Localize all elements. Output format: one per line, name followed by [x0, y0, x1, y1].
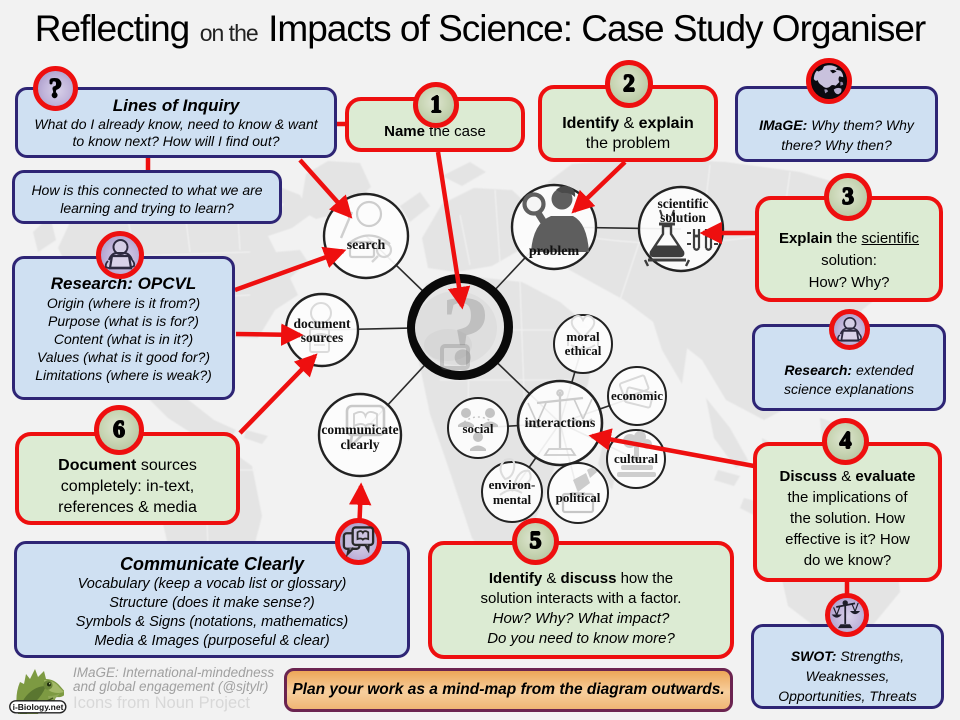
svg-text:communicate: communicate — [321, 422, 398, 437]
svg-text:social: social — [462, 421, 493, 436]
svg-text:economic: economic — [611, 388, 663, 403]
svg-text:clearly: clearly — [341, 437, 380, 452]
svg-text:cultural: cultural — [614, 451, 658, 466]
svg-text:sources: sources — [301, 330, 344, 345]
svg-text:political: political — [556, 490, 601, 505]
svg-text:ethical: ethical — [565, 343, 602, 358]
svg-text:solution: solution — [660, 210, 706, 225]
svg-text:mental: mental — [493, 492, 532, 507]
svg-text:scientific: scientific — [658, 196, 709, 211]
svg-text:moral: moral — [566, 329, 600, 344]
svg-text:problem: problem — [529, 244, 580, 259]
svg-text:environ-: environ- — [489, 477, 536, 492]
svg-text:search: search — [347, 238, 386, 253]
svg-text:interactions: interactions — [525, 416, 596, 431]
svg-text:i-Biology.net: i-Biology.net — [13, 702, 64, 712]
svg-text:document: document — [294, 316, 352, 331]
